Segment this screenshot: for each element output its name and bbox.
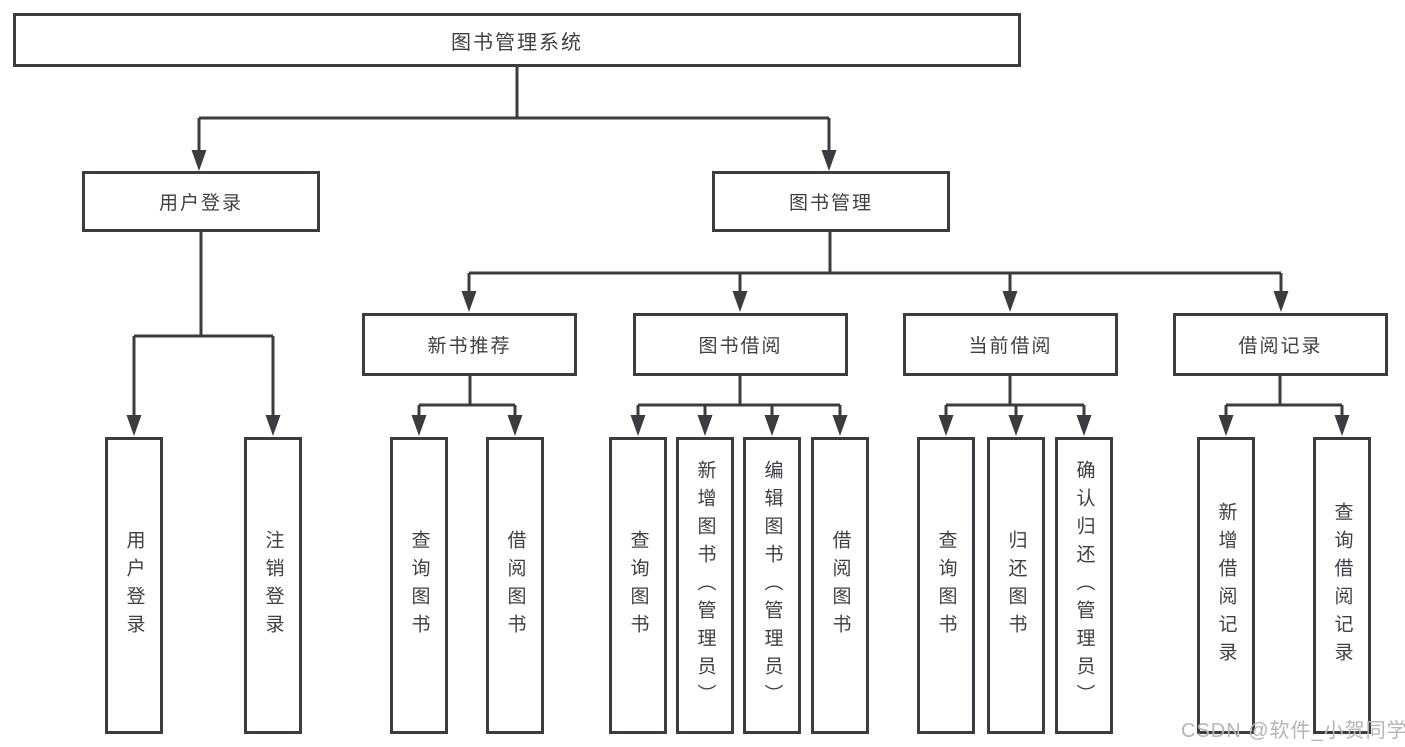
node-new-book-recommend-label: 新书推荐 [427, 336, 512, 357]
node-user-login-label: 用户登录 [158, 193, 243, 214]
leaf-recommend-borrow-books-label: 借阅图书 [504, 529, 526, 642]
leaf-current-return-books-label: 归还图书 [1005, 529, 1027, 642]
node-borrowing-records-label: 借阅记录 [1238, 336, 1323, 357]
leaf-borrow-borrow-books-label: 借阅图书 [829, 529, 851, 642]
leaf-current-query-books-label: 查询图书 [935, 529, 957, 642]
leaf-records-add-record-label: 新增借阅记录 [1215, 501, 1237, 670]
leaf-records-query-record-label: 查询借阅记录 [1331, 501, 1353, 670]
leaf-logout: 注销登录 [244, 437, 302, 734]
leaf-borrow-query-books-label: 查询图书 [627, 529, 649, 642]
node-current-borrowing-label: 当前借阅 [968, 336, 1053, 357]
leaf-borrow-add-books-label: 新增图书（管理员） [694, 459, 716, 712]
node-book-borrowing: 图书借阅 [633, 313, 848, 376]
leaf-current-query-books: 查询图书 [917, 437, 975, 734]
node-book-management: 图书管理 [712, 171, 950, 232]
node-borrowing-records: 借阅记录 [1173, 313, 1388, 376]
leaf-borrow-edit-books: 编辑图书（管理员） [743, 437, 801, 734]
leaf-login: 用户登录 [105, 437, 163, 734]
leaf-borrow-edit-books-label: 编辑图书（管理员） [761, 459, 783, 712]
leaf-recommend-borrow-books: 借阅图书 [486, 437, 544, 734]
node-book-borrowing-label: 图书借阅 [698, 336, 783, 357]
leaf-borrow-borrow-books: 借阅图书 [811, 437, 869, 734]
node-root-label: 图书管理系统 [451, 31, 583, 54]
leaf-recommend-query-books: 查询图书 [390, 437, 448, 734]
leaf-records-query-record: 查询借阅记录 [1313, 437, 1371, 734]
node-user-login: 用户登录 [82, 171, 320, 232]
leaf-login-label: 用户登录 [123, 529, 145, 642]
leaf-current-confirm-return: 确认归还（管理员） [1055, 437, 1113, 734]
leaf-recommend-query-books-label: 查询图书 [408, 529, 430, 642]
leaf-logout-label: 注销登录 [262, 529, 284, 642]
leaf-borrow-add-books: 新增图书（管理员） [676, 437, 734, 734]
csdn-watermark: CSDN @软件_小贺同学 [1181, 720, 1405, 742]
leaf-current-confirm-return-label: 确认归还（管理员） [1073, 459, 1095, 712]
leaf-records-add-record: 新增借阅记录 [1197, 437, 1255, 734]
node-root: 图书管理系统 [13, 13, 1021, 67]
node-book-management-label: 图书管理 [788, 193, 873, 214]
node-new-book-recommend: 新书推荐 [362, 313, 577, 376]
leaf-borrow-query-books: 查询图书 [609, 437, 667, 734]
leaf-current-return-books: 归还图书 [987, 437, 1045, 734]
node-current-borrowing: 当前借阅 [903, 313, 1118, 376]
